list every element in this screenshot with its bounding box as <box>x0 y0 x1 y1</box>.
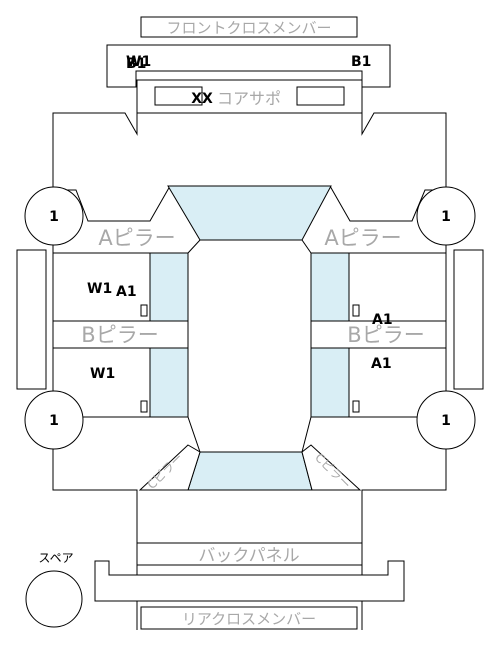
b-pillar-right-strip[interactable] <box>310 320 447 349</box>
rear-cross-member-box[interactable] <box>140 606 358 630</box>
right-front-door-handle <box>352 304 360 317</box>
roof[interactable] <box>187 239 312 453</box>
right-rear-door-mark: A1 <box>371 356 392 372</box>
core-support-label: コアサポ <box>217 89 281 108</box>
left-rear-door-handle <box>140 400 148 413</box>
wheel-rear-right[interactable] <box>416 390 476 450</box>
c-pillar-right[interactable] <box>301 444 362 491</box>
core-support-mark: XX <box>191 91 213 107</box>
windshield[interactable] <box>167 185 332 241</box>
core-support-left-slot <box>154 86 203 106</box>
right-side-sill[interactable] <box>453 249 484 390</box>
front-bumper-frame[interactable] <box>106 44 391 88</box>
a-pillar-left-label: Aピラー <box>98 226 175 250</box>
front-left-mark-bottom: B1 <box>126 56 146 72</box>
rear-window[interactable] <box>187 451 313 491</box>
a-pillar-right-label: Aピラー <box>324 226 401 250</box>
front-cross-member-box[interactable] <box>140 16 358 38</box>
left-front-door-handle <box>140 304 148 317</box>
wheel-front-right[interactable] <box>416 186 476 246</box>
wheel-front-left[interactable] <box>24 186 84 246</box>
left-front-door-mark-1: W1 <box>87 281 112 297</box>
rear-cross-member-label: リアクロスメンバー <box>182 610 316 628</box>
front-left-mark-top: W1 <box>126 54 151 70</box>
back-panel-label: バックパネル <box>198 546 299 566</box>
right-front-door-mark: A1 <box>372 312 393 328</box>
b-pillar-right-label: Bピラー <box>347 323 424 347</box>
left-side-sill[interactable] <box>16 249 47 390</box>
left-front-door-mark-2: A1 <box>116 284 137 300</box>
wheel-front-right-value: 1 <box>441 209 451 225</box>
wheel-rear-left[interactable] <box>24 390 84 450</box>
rear-bumper-frame[interactable] <box>94 560 405 602</box>
b-pillar-left-strip[interactable] <box>52 320 189 349</box>
spare-label: スペア <box>38 551 73 565</box>
c-pillar-left[interactable] <box>138 444 201 491</box>
back-panel-box[interactable] <box>136 542 363 566</box>
left-rear-door-mark: W1 <box>90 366 115 382</box>
front-right-mark: B1 <box>351 54 371 70</box>
wheel-rear-right-value: 1 <box>441 413 451 429</box>
front-cross-member-label: フロントクロスメンバー <box>166 19 331 37</box>
b-pillar-left-label: Bピラー <box>81 323 158 347</box>
spare-tire[interactable] <box>25 570 83 628</box>
wheel-rear-left-value: 1 <box>49 413 59 429</box>
wheel-front-left-value: 1 <box>49 209 59 225</box>
core-support-right-slot <box>296 86 345 106</box>
right-rear-door-handle <box>352 400 360 413</box>
